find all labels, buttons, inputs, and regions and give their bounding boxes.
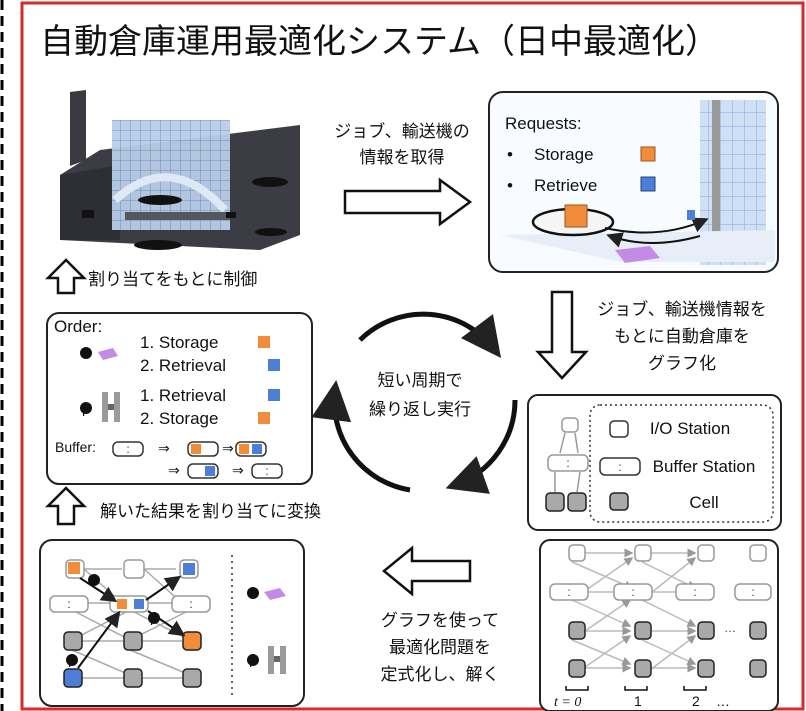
svg-text::: : bbox=[567, 585, 570, 599]
time-label-0: t = 0 bbox=[554, 695, 581, 710]
svg-text::: : bbox=[67, 597, 70, 611]
requests-bullet-1: • bbox=[507, 145, 513, 164]
time-expanded-graph-panel: : : : : bbox=[539, 539, 779, 711]
time-label-more: … bbox=[716, 693, 730, 709]
cycle-text-line2: 繰り返し実行 bbox=[369, 400, 471, 420]
alpha-symbol: α bbox=[249, 584, 257, 600]
alpha-order-item-2: 2. Retrieval bbox=[140, 356, 226, 375]
storage-box-icon bbox=[258, 336, 270, 348]
retrieve-box-icon bbox=[268, 359, 280, 371]
graph-text-line1: ジョブ、輸送機情報を bbox=[597, 299, 767, 320]
requests-bullet-2: • bbox=[507, 176, 513, 195]
storage-box-icon bbox=[258, 412, 270, 424]
svg-text::: : bbox=[693, 585, 696, 599]
graph-text-line2: もとに自動倉庫を bbox=[614, 327, 750, 347]
time-ellipsis: … bbox=[724, 621, 736, 635]
alpha-vehicle-icon bbox=[98, 348, 118, 360]
svg-text::: : bbox=[631, 585, 634, 599]
request-retrieve-label: Retrieve bbox=[534, 176, 597, 195]
svg-text::: : bbox=[189, 597, 192, 611]
control-text: 割り当てをもとに制御 bbox=[88, 270, 257, 290]
svg-text::: : bbox=[566, 456, 569, 470]
top-arrow-text-line1: ジョブ、輸送機の bbox=[334, 121, 470, 142]
requests-heading: Requests: bbox=[505, 114, 582, 133]
solve-text-line2: 最適化問題を bbox=[389, 638, 491, 658]
svg-text::: : bbox=[751, 585, 754, 599]
time-label-1: 1 bbox=[634, 693, 642, 709]
down-hollow-arrow-icon bbox=[535, 290, 589, 380]
legend-cell: Cell bbox=[689, 493, 718, 512]
alpha-symbol: α bbox=[82, 345, 90, 361]
legend-buffer-station: Buffer Station bbox=[653, 457, 756, 476]
beta-vehicle-marker bbox=[80, 402, 92, 414]
storage-box-icon bbox=[640, 146, 656, 162]
up-hollow-arrow-icon bbox=[44, 486, 88, 526]
warehouse-illustration bbox=[60, 90, 300, 250]
buffer-arrow-4: ⇒ bbox=[232, 462, 244, 478]
cycle-arrows bbox=[311, 311, 518, 494]
left-hollow-arrow-icon bbox=[382, 545, 472, 597]
alpha-vehicle-marker bbox=[80, 347, 92, 359]
top-arrow-text-line2: 情報を取得 bbox=[360, 148, 445, 168]
convert-text: 解いた結果を割り当てに変換 bbox=[100, 502, 321, 522]
alpha-order-item-1: 1. Storage bbox=[140, 333, 218, 352]
main-frame bbox=[20, 1, 805, 711]
retrieve-box-icon bbox=[268, 389, 280, 401]
beta-symbol: β bbox=[82, 400, 90, 416]
graph-text-line3: グラフ化 bbox=[648, 354, 716, 374]
beta-symbol: β bbox=[150, 609, 158, 625]
svg-text::: : bbox=[618, 460, 621, 474]
up-hollow-arrow-icon bbox=[44, 258, 88, 295]
beta-symbol: β bbox=[249, 651, 257, 667]
buffer-arrow-1: ⇒ bbox=[158, 440, 170, 456]
buffer-sequence: : : bbox=[112, 441, 283, 479]
request-storage-label: Storage bbox=[534, 145, 594, 164]
beta-order-item-2: 2. Storage bbox=[140, 409, 218, 428]
buffer-label: Buffer: bbox=[55, 439, 96, 455]
buffer-arrow-3: ⇒ bbox=[168, 462, 180, 478]
beta-crane-icon bbox=[102, 392, 120, 422]
requests-panel bbox=[488, 91, 779, 273]
right-hollow-arrow-icon bbox=[343, 177, 473, 227]
solve-text-line1: グラフを使って bbox=[381, 610, 499, 631]
cycle-text-line1: 短い周期で bbox=[378, 371, 463, 391]
solution-graph-panel: : : bbox=[39, 539, 305, 707]
page-title: 自動倉庫運用最適化システム（日中最適化） bbox=[40, 22, 719, 62]
retrieve-box-icon bbox=[640, 176, 656, 192]
graph-legend-panel: : : bbox=[527, 394, 782, 531]
order-heading: Order: bbox=[54, 317, 102, 336]
alpha-symbol: α bbox=[90, 571, 98, 587]
legend-io-station: I/O Station bbox=[650, 419, 730, 438]
svg-text::: : bbox=[126, 442, 129, 456]
beta-symbol: β bbox=[68, 651, 76, 667]
time-label-2: 2 bbox=[692, 693, 700, 709]
solve-text-line3: 定式化し、解く bbox=[381, 665, 500, 685]
buffer-arrow-2: ⇒ bbox=[222, 440, 234, 456]
svg-text::: : bbox=[265, 464, 268, 478]
beta-order-item-1: 1. Retrieval bbox=[140, 386, 226, 405]
